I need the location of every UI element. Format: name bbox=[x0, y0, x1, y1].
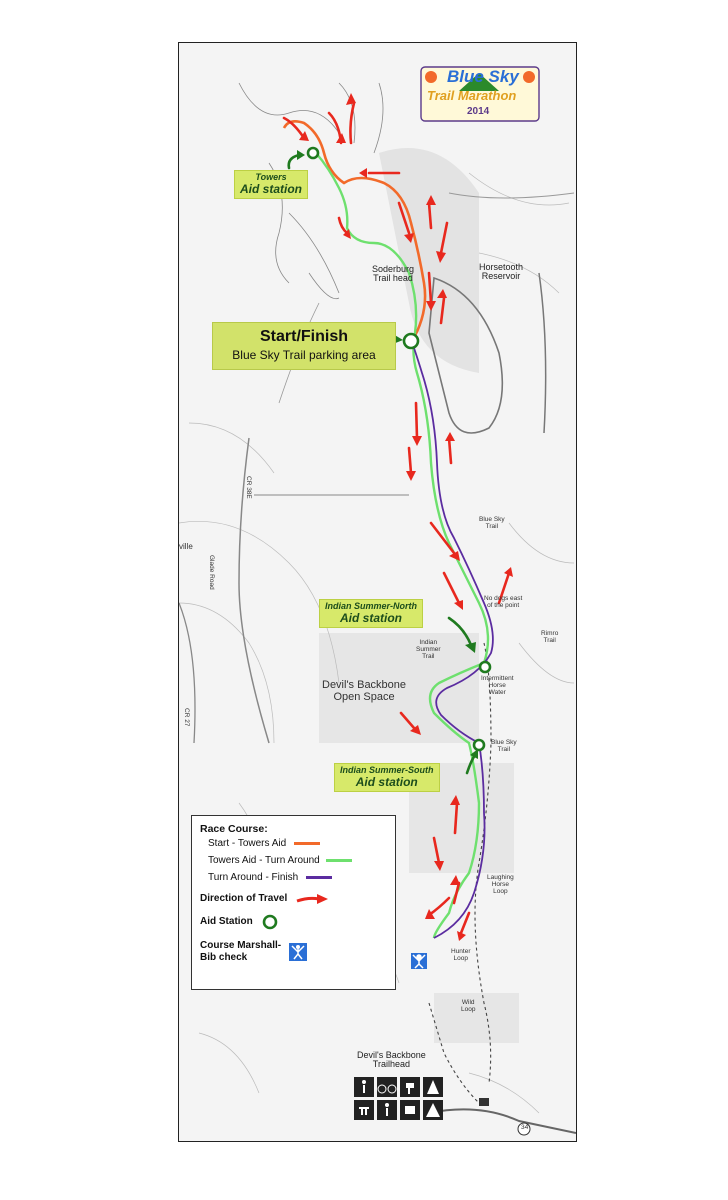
logo-year: 2014 bbox=[467, 106, 490, 117]
north-aid-label: Indian Summer-North Aid station bbox=[319, 599, 424, 629]
course-marshall-icon bbox=[289, 943, 308, 961]
devils-backbone-label: Devil's Backbone Open Space bbox=[322, 679, 407, 703]
logo-line2: Trail Marathon bbox=[427, 88, 517, 103]
red-arrow-icon bbox=[296, 893, 329, 904]
legend-aid-row: Aid Station bbox=[200, 913, 387, 930]
soderburg-label: Soderburg Trail head bbox=[372, 264, 415, 284]
north-aid-line1: Indian Summer-North bbox=[325, 601, 418, 611]
blue-sky-trail-label-2: Blue Sky Trail bbox=[491, 739, 517, 753]
legend-course-label-1: Start - Towers Aid bbox=[208, 838, 287, 849]
legend-title: Race Course: bbox=[200, 823, 268, 835]
legend-aid-label: Aid Station bbox=[200, 916, 253, 927]
towers-aid-line2: Aid station bbox=[240, 181, 302, 196]
wild-loop-label: Wild Loop bbox=[461, 999, 476, 1013]
start-finish-subtitle: Blue Sky Trail parking area bbox=[232, 348, 376, 362]
logo-line1: Blue Sky bbox=[447, 67, 519, 86]
legend-course-row: Towers Aid - Turn Around bbox=[200, 852, 387, 869]
rimrock-label: Rimro Trail bbox=[541, 630, 559, 644]
start-finish-title: Start/Finish bbox=[259, 328, 348, 345]
start-finish-label: Start/Finish Blue Sky Trail parking area bbox=[212, 322, 396, 370]
south-aid-label: Indian Summer-South Aid station bbox=[334, 763, 440, 793]
legend-course-label-3: Turn Around - Finish bbox=[208, 872, 299, 883]
north-aid-marker bbox=[478, 660, 492, 674]
start-finish-marker bbox=[402, 332, 420, 350]
logo-graphic bbox=[420, 66, 540, 122]
south-aid-line1: Indian Summer-South bbox=[340, 765, 434, 775]
intermittent-label: Intermittent Horse Water bbox=[481, 675, 514, 696]
blue-sky-logo: Blue Sky Trail Marathon 2014 bbox=[419, 65, 541, 123]
legend-course-row: Start - Towers Aid bbox=[200, 835, 387, 852]
north-aid-line2: Aid station bbox=[340, 610, 402, 625]
south-aid-marker bbox=[472, 738, 486, 752]
legend-direction-label: Direction of Travel bbox=[200, 893, 288, 904]
legend-swatch-green bbox=[325, 859, 352, 862]
towers-aid-label: Towers Aid station bbox=[234, 170, 308, 200]
towers-aid-marker bbox=[306, 146, 320, 160]
trail-map-frame: Blue Sky Trail Marathon 2014 Towers Aid … bbox=[178, 42, 577, 1142]
glade-road-label: Glade Road bbox=[208, 555, 215, 590]
indian-summer-label: Indian Summer Trail bbox=[416, 639, 441, 660]
legend-direction-row: Direction of Travel bbox=[200, 890, 387, 907]
south-aid-line2: Aid station bbox=[355, 774, 418, 789]
towers-aid-line1: Towers bbox=[255, 172, 287, 182]
ville-label: ville bbox=[179, 542, 193, 551]
cr27-label: CR 27 bbox=[183, 708, 190, 727]
horsetooth-label: Horsetooth Reservoir bbox=[479, 262, 524, 282]
route34-label: 34 bbox=[521, 1124, 529, 1131]
legend-swatch-orange bbox=[294, 842, 321, 845]
cr38e-label: CR 38E bbox=[245, 476, 252, 499]
no-dogs-label: No dogs east of the point bbox=[484, 595, 523, 609]
legend-course-row: Turn Around - Finish bbox=[200, 869, 387, 886]
legend-marshall-row: Course Marshall- Bib check bbox=[200, 938, 387, 966]
legend-marshall-label: Course Marshall- Bib check bbox=[200, 940, 282, 963]
legend: Race Course: Start - Towers Aid Towers A… bbox=[191, 815, 396, 990]
hunter-loop-label: Hunter Loop bbox=[451, 948, 471, 962]
legend-swatch-purple bbox=[306, 876, 333, 879]
blue-sky-trail-label-1: Blue Sky Trail bbox=[479, 516, 505, 530]
legend-course-label-2: Towers Aid - Turn Around bbox=[208, 855, 320, 866]
green-circle-icon bbox=[262, 914, 278, 929]
laughing-horse-label: Laughing Horse Loop bbox=[487, 874, 514, 895]
trailhead-label: Devil's Backbone Trailhead bbox=[357, 1050, 426, 1070]
